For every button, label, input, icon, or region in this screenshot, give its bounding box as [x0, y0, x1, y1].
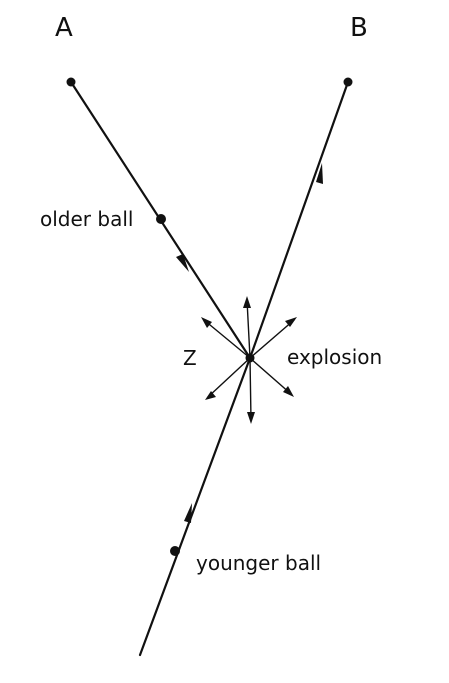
path-younger-to-explosion — [138, 356, 252, 657]
label-younger-ball: younger ball — [196, 551, 321, 575]
outgoing-path-arrow-icon — [316, 163, 323, 184]
younger-ball-dot — [170, 546, 180, 556]
older-path-arrow-icon — [176, 254, 189, 272]
label-explosion-point: Z — [183, 346, 197, 370]
path-explosion-to-b — [248, 80, 350, 360]
label-older-ball: older ball — [40, 207, 133, 231]
point-a-dot — [66, 77, 76, 87]
older-ball-dot — [156, 214, 166, 224]
point-b-dot — [343, 77, 353, 87]
younger-path-arrow-icon — [184, 503, 192, 523]
label-point-a: A — [55, 13, 73, 43]
explosion-burst-icon — [201, 296, 297, 424]
label-point-b: B — [350, 13, 368, 43]
label-explosion: explosion — [287, 345, 382, 369]
